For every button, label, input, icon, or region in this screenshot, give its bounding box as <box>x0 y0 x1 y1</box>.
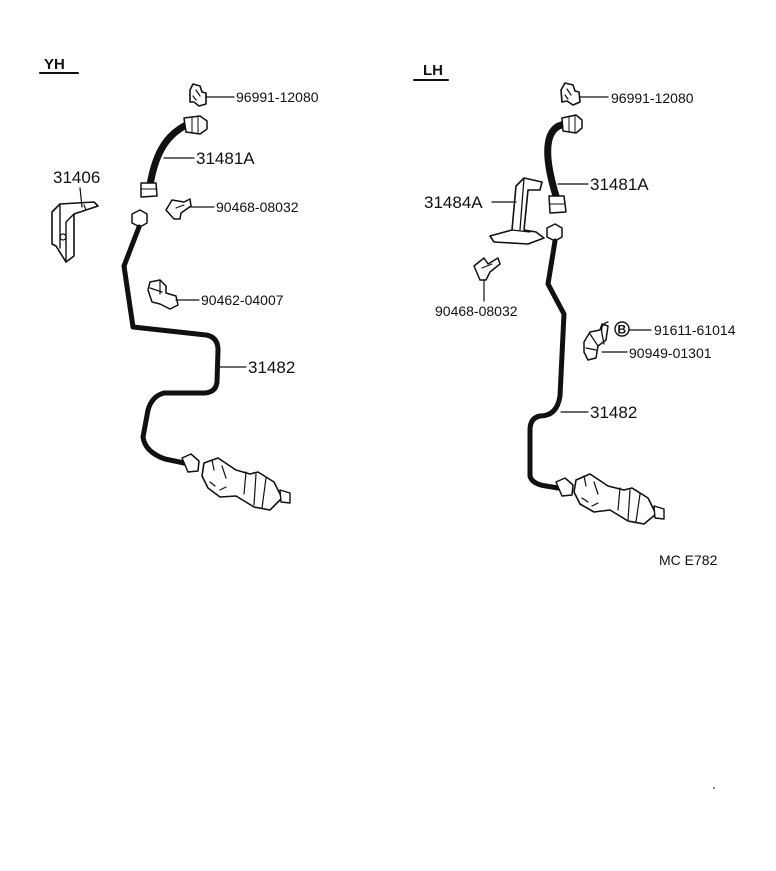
left-clip-mid-part <box>165 198 192 220</box>
left-tube-nut <box>131 209 148 228</box>
left-bracket-part <box>51 201 99 263</box>
right-flex-hose-label: 31481A <box>590 175 649 194</box>
right-bracket-label: 31484A <box>424 193 483 212</box>
left-clamp-part <box>147 279 179 310</box>
left-flex-hose-label: 31481A <box>196 149 255 168</box>
right-clip-mid-label: 90468-08032 <box>435 303 518 319</box>
right-bolt-marker-icon: B <box>614 321 630 337</box>
left-bracket-label: 31406 <box>53 168 100 187</box>
left-view: YH 96991-12080 31481A 31406 <box>39 56 319 511</box>
right-bolt-label: 91611-61014 <box>654 322 736 338</box>
right-clip-top-label: 96991-12080 <box>611 90 694 106</box>
right-slave-cylinder-part <box>555 473 665 525</box>
left-clip-top-part <box>189 83 207 107</box>
right-tube-nut <box>546 223 563 242</box>
right-view-title: LH <box>423 62 443 79</box>
right-clamp-part <box>583 321 609 361</box>
right-clip-mid-part <box>473 257 501 281</box>
right-clamp-label: 90949-01301 <box>629 345 712 361</box>
right-bracket-part <box>489 177 545 245</box>
left-view-title: YH <box>44 56 65 73</box>
right-tube-label: 31482 <box>590 403 637 422</box>
left-tube-label: 31482 <box>248 358 295 377</box>
left-slave-cylinder-part <box>181 453 291 511</box>
left-clamp-label: 90462-04007 <box>201 292 284 308</box>
left-clip-mid-label: 90468-08032 <box>216 199 299 215</box>
right-view: LH 96991-12080 31481A 31484A <box>413 62 736 525</box>
right-bolt-marker-letter: B <box>618 323 627 337</box>
right-flex-hose-part <box>544 114 583 214</box>
right-clip-top-part <box>560 82 581 106</box>
scan-speck <box>713 787 715 789</box>
figure-code: MC E782 <box>659 552 718 568</box>
left-clip-top-label: 96991-12080 <box>236 89 319 105</box>
left-flex-hose-part <box>140 115 208 198</box>
right-tube-part <box>527 238 567 491</box>
left-tube-part <box>121 224 221 466</box>
left-bracket-leader <box>79 187 83 208</box>
